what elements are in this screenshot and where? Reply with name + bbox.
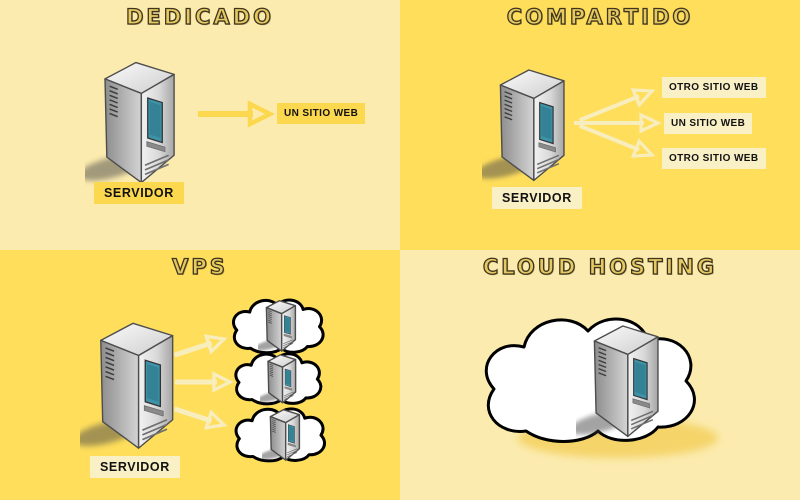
server-icon <box>474 70 564 183</box>
vps-cloud-2 <box>234 352 323 406</box>
quadrant-title-dedicado: DEDICADO <box>125 4 274 29</box>
arrow-right-icon <box>198 100 276 128</box>
vps-cloud-1 <box>232 298 325 355</box>
arrow-down-right-icon <box>173 406 228 430</box>
site-label: OTRO SITIO WEB <box>662 77 766 98</box>
quadrant-cloud-hosting: CLOUD HOSTING <box>400 250 800 500</box>
arrow-right-icon <box>175 371 234 393</box>
quadrant-vps: VPS <box>0 250 400 500</box>
arrow-down-right-icon <box>578 123 656 158</box>
quadrant-compartido: COMPARTIDO OTRO SITIO WEB UN SITIO WEB O… <box>400 0 800 250</box>
arrow-up-right-icon <box>578 88 656 123</box>
server-label: SERVIDOR <box>94 182 184 204</box>
arrow-up-right-icon <box>173 334 228 358</box>
cloud-hosting-diagram <box>400 250 718 458</box>
site-label: UN SITIO WEB <box>664 113 753 134</box>
server-icon <box>76 63 174 186</box>
compartido-diagram <box>400 0 662 250</box>
server-icon <box>71 323 173 451</box>
quadrant-title-vps: VPS <box>171 254 228 279</box>
quadrant-dedicado: DEDICADO UN SITIO WEB SERVIDOR <box>0 0 400 250</box>
quadrant-title-compartido: COMPARTIDO <box>506 4 694 29</box>
server-label: SERVIDOR <box>90 456 180 478</box>
quadrant-title-cloud-hosting: CLOUD HOSTING <box>482 254 718 279</box>
site-label: OTRO SITIO WEB <box>662 148 766 169</box>
dedicado-diagram <box>0 0 276 250</box>
arrow-right-icon <box>574 112 662 134</box>
server-label: SERVIDOR <box>492 187 582 209</box>
vps-cloud-3 <box>234 407 326 463</box>
vps-diagram <box>0 298 326 463</box>
site-label: UN SITIO WEB <box>277 103 366 124</box>
